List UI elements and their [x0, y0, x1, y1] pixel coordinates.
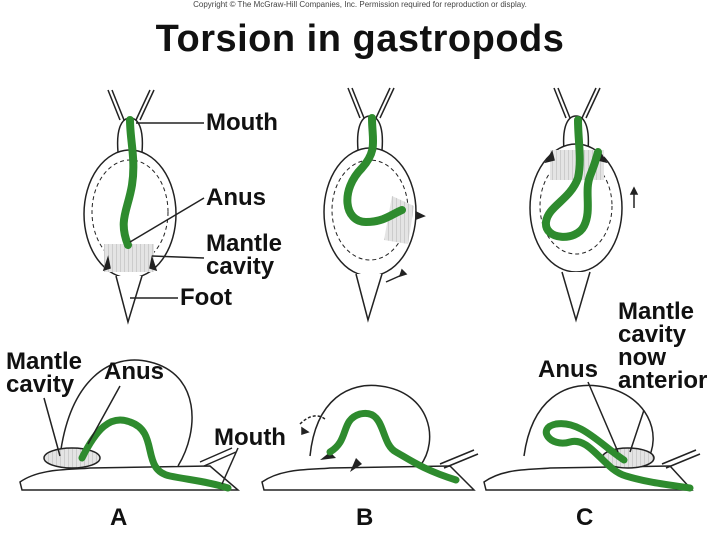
- label-anus-top: Anus: [206, 184, 266, 211]
- panel-label-b: B: [356, 504, 374, 531]
- leader-lines-bottom-left: [43, 385, 239, 485]
- tentacle-right: [375, 87, 391, 119]
- tentacle-right: [135, 89, 151, 121]
- tentacle: [439, 449, 475, 465]
- label-anterior-line4: anterior: [618, 367, 708, 394]
- mantle-cavity: [43, 447, 101, 469]
- label-mantle-cavity-left: Mantle cavity: [6, 348, 83, 398]
- mantle-cavity: [384, 196, 414, 244]
- diagram-title: Torsion in gastropods: [155, 18, 565, 60]
- tentacle: [199, 447, 233, 463]
- label-mouth-bottom: Mouth: [214, 424, 286, 451]
- tentacle-left: [553, 87, 567, 119]
- gut-A-dorsal: [119, 116, 138, 249]
- foot: [261, 465, 476, 491]
- dorsal-view-B: [323, 87, 426, 323]
- copyright-notice: Copyright © The McGraw-Hill Companies, I…: [193, 0, 527, 9]
- dorsal-view-C: [529, 87, 639, 323]
- panel-label-c: C: [576, 504, 594, 531]
- label-mantle-line1: Mantle: [206, 230, 283, 257]
- tentacle-right: [581, 87, 597, 119]
- label-mouth-top: Mouth: [206, 109, 278, 136]
- label-mantle-line1: Mantle: [618, 298, 695, 325]
- foot: [355, 273, 383, 323]
- panel-label-a: A: [110, 504, 128, 531]
- side-view-B: [261, 384, 479, 491]
- label-now-line3: now: [618, 344, 666, 371]
- gut-C-side: [542, 420, 694, 492]
- label-cavity-line2: cavity: [206, 253, 275, 280]
- gut-B-dorsal: [343, 114, 406, 227]
- label-anus-right: Anus: [538, 356, 598, 383]
- label-anus-left: Anus: [104, 358, 164, 385]
- gut-C-dorsal: [542, 116, 602, 241]
- foot: [115, 275, 143, 325]
- foot: [483, 465, 694, 491]
- foot: [561, 271, 591, 323]
- label-foot: Foot: [180, 284, 232, 311]
- leader-lines-bottom-right: [587, 381, 645, 453]
- label-mantle-line1: Mantle: [6, 348, 83, 375]
- gut-A-side: [78, 416, 232, 492]
- tentacle-left: [347, 87, 361, 119]
- gut-B-side: [326, 409, 460, 484]
- label-mantle-cavity-top: Mantle cavity: [206, 230, 283, 280]
- label-cavity-line2: cavity: [6, 371, 75, 398]
- leader-lines-top: [129, 122, 205, 299]
- tentacle-left: [107, 89, 121, 121]
- label-mantle-cavity-now-anterior: Mantle cavity now anterior: [618, 298, 708, 394]
- tentacle: [661, 449, 697, 465]
- head: [562, 115, 590, 151]
- foot: [19, 465, 241, 491]
- label-cavity-line2: cavity: [618, 321, 687, 348]
